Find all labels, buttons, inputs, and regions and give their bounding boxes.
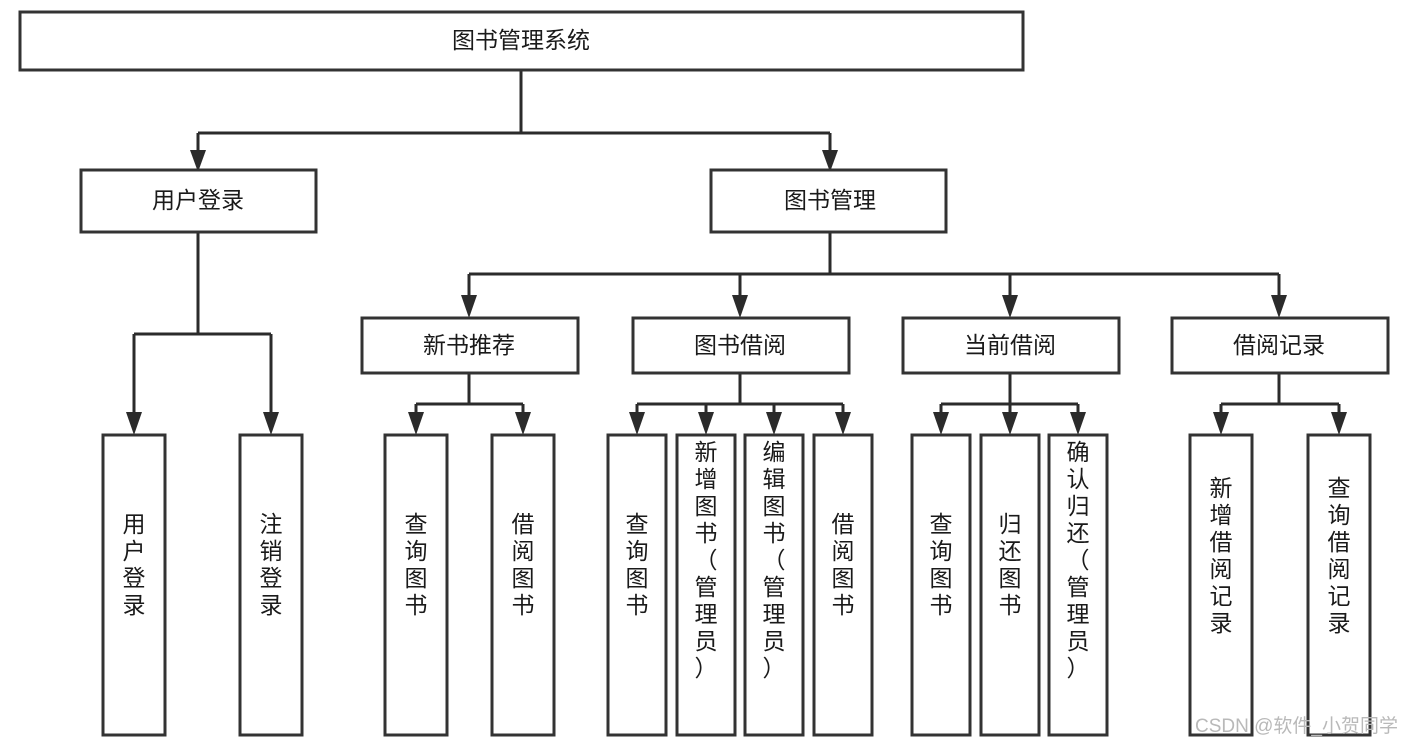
node-leaf-borrow-book-1[interactable]: 借阅图书 bbox=[490, 433, 556, 737]
node-book-manage[interactable]: 图书管理 bbox=[709, 168, 948, 234]
connector-group-book-manage bbox=[461, 232, 1287, 318]
node-leaf-query-book-3-box[interactable] bbox=[910, 433, 972, 737]
arrowhead-leaf-return-book bbox=[1002, 412, 1018, 435]
node-leaf-query-book-3-label: 查询图书 bbox=[930, 511, 953, 618]
node-leaf-query-record-label: 查询借阅记录 bbox=[1328, 475, 1351, 636]
node-borrow-record-label: 借阅记录 bbox=[1233, 332, 1325, 358]
node-book-manage-box[interactable] bbox=[709, 168, 948, 234]
node-new-book-rec-box[interactable] bbox=[360, 316, 580, 375]
node-leaf-logout-box[interactable] bbox=[238, 433, 304, 737]
node-leaf-query-book-1-label: 查询图书 bbox=[405, 511, 428, 618]
connector-group-new-book-rec bbox=[408, 373, 531, 435]
node-current-borrow-label: 当前借阅 bbox=[964, 332, 1056, 358]
node-leaf-borrow-book-2[interactable]: 借阅图书 bbox=[812, 433, 874, 737]
node-leaf-add-book-label: 新增图书（管理员） bbox=[695, 439, 718, 681]
connector-group-borrow-record bbox=[1213, 373, 1347, 435]
arrowhead-leaf-logout bbox=[263, 412, 279, 435]
node-leaf-query-book-2-box[interactable] bbox=[606, 433, 668, 737]
node-leaf-edit-book-label: 编辑图书（管理员） bbox=[763, 439, 786, 681]
node-new-book-rec-label: 新书推荐 bbox=[423, 332, 515, 358]
node-leaf-user-login-box[interactable] bbox=[101, 433, 167, 737]
connector-group-book-borrow bbox=[629, 373, 851, 435]
arrowhead-leaf-edit-book bbox=[766, 412, 782, 435]
arrowhead-leaf-confirm-return bbox=[1070, 412, 1086, 435]
node-borrow-record-box[interactable] bbox=[1170, 316, 1390, 375]
node-root-box[interactable] bbox=[18, 10, 1025, 72]
node-user-login-label: 用户登录 bbox=[152, 187, 244, 213]
node-leaf-edit-book[interactable]: 编辑图书（管理员） bbox=[743, 433, 805, 737]
arrowhead-user-login bbox=[190, 150, 206, 172]
node-root-label: 图书管理系统 bbox=[452, 27, 590, 53]
node-book-borrow-box[interactable] bbox=[631, 316, 851, 375]
arrowhead-leaf-add-record bbox=[1213, 412, 1229, 435]
arrowhead-leaf-query-book-2 bbox=[629, 412, 645, 435]
connector-group-current-borrow bbox=[933, 373, 1086, 435]
node-user-login-box[interactable] bbox=[79, 168, 318, 234]
node-leaf-query-book-1[interactable]: 查询图书 bbox=[383, 433, 449, 737]
node-leaf-logout[interactable]: 注销登录 bbox=[238, 433, 304, 737]
node-leaf-add-book[interactable]: 新增图书（管理员） bbox=[675, 433, 737, 737]
node-leaf-borrow-book-2-box[interactable] bbox=[812, 433, 874, 737]
node-leaf-borrow-book-1-label: 借阅图书 bbox=[512, 511, 535, 618]
node-leaf-borrow-book-1-box[interactable] bbox=[490, 433, 556, 737]
arrowhead-leaf-borrow-book-2 bbox=[835, 412, 851, 435]
node-leaf-confirm-return-box[interactable] bbox=[1047, 433, 1109, 737]
node-leaf-return-book-box[interactable] bbox=[979, 433, 1041, 737]
node-leaf-query-book-2[interactable]: 查询图书 bbox=[606, 433, 668, 737]
arrowhead-leaf-borrow-book-1 bbox=[515, 412, 531, 435]
node-leaf-add-record-box[interactable] bbox=[1188, 433, 1254, 737]
arrowhead-leaf-query-book-3 bbox=[933, 412, 949, 435]
connector-group-root bbox=[190, 70, 838, 172]
node-current-borrow-box[interactable] bbox=[901, 316, 1121, 375]
node-leaf-user-login[interactable]: 用户登录 bbox=[101, 433, 167, 737]
node-leaf-query-record-box[interactable] bbox=[1306, 433, 1372, 737]
node-current-borrow[interactable]: 当前借阅 bbox=[901, 316, 1121, 375]
node-book-manage-label: 图书管理 bbox=[784, 187, 876, 213]
node-leaf-borrow-book-2-label: 借阅图书 bbox=[832, 511, 855, 618]
node-leaf-return-book[interactable]: 归还图书 bbox=[979, 433, 1041, 737]
node-new-book-rec[interactable]: 新书推荐 bbox=[360, 316, 580, 375]
node-root[interactable]: 图书管理系统 bbox=[18, 10, 1025, 72]
node-leaf-query-record[interactable]: 查询借阅记录 bbox=[1306, 433, 1372, 737]
connector-group-user-login bbox=[126, 232, 279, 435]
arrowhead-book-manage bbox=[822, 150, 838, 172]
node-book-borrow-label: 图书借阅 bbox=[694, 332, 786, 358]
node-user-login[interactable]: 用户登录 bbox=[79, 168, 318, 234]
csdn-watermark: CSDN @软件_小贺同学 bbox=[1195, 715, 1398, 737]
node-leaf-add-record[interactable]: 新增借阅记录 bbox=[1188, 433, 1254, 737]
arrowhead-book-borrow bbox=[732, 295, 748, 318]
node-borrow-record[interactable]: 借阅记录 bbox=[1170, 316, 1390, 375]
node-leaf-add-record-label: 新增借阅记录 bbox=[1210, 475, 1233, 636]
node-leaf-return-book-label: 归还图书 bbox=[999, 511, 1022, 618]
arrowhead-current-borrow bbox=[1002, 295, 1018, 318]
node-leaf-logout-label: 注销登录 bbox=[260, 511, 283, 618]
node-leaf-add-book-box[interactable] bbox=[675, 433, 737, 737]
node-leaf-confirm-return[interactable]: 确认归还（管理员） bbox=[1047, 433, 1109, 737]
arrowhead-new-book-rec bbox=[461, 295, 477, 318]
arrowhead-leaf-query-book-1 bbox=[408, 412, 424, 435]
node-leaf-query-book-2-label: 查询图书 bbox=[626, 511, 649, 618]
node-leaf-edit-book-box[interactable] bbox=[743, 433, 805, 737]
arrowhead-leaf-user-login bbox=[126, 412, 142, 435]
node-leaf-query-book-3[interactable]: 查询图书 bbox=[910, 433, 972, 737]
arrowhead-leaf-query-record bbox=[1331, 412, 1347, 435]
arrowhead-borrow-record bbox=[1271, 295, 1287, 318]
node-book-borrow[interactable]: 图书借阅 bbox=[631, 316, 851, 375]
node-leaf-query-book-1-box[interactable] bbox=[383, 433, 449, 737]
arrowhead-leaf-add-book bbox=[698, 412, 714, 435]
node-leaf-user-login-label: 用户登录 bbox=[123, 511, 146, 618]
node-leaf-confirm-return-label: 确认归还（管理员） bbox=[1067, 439, 1090, 681]
